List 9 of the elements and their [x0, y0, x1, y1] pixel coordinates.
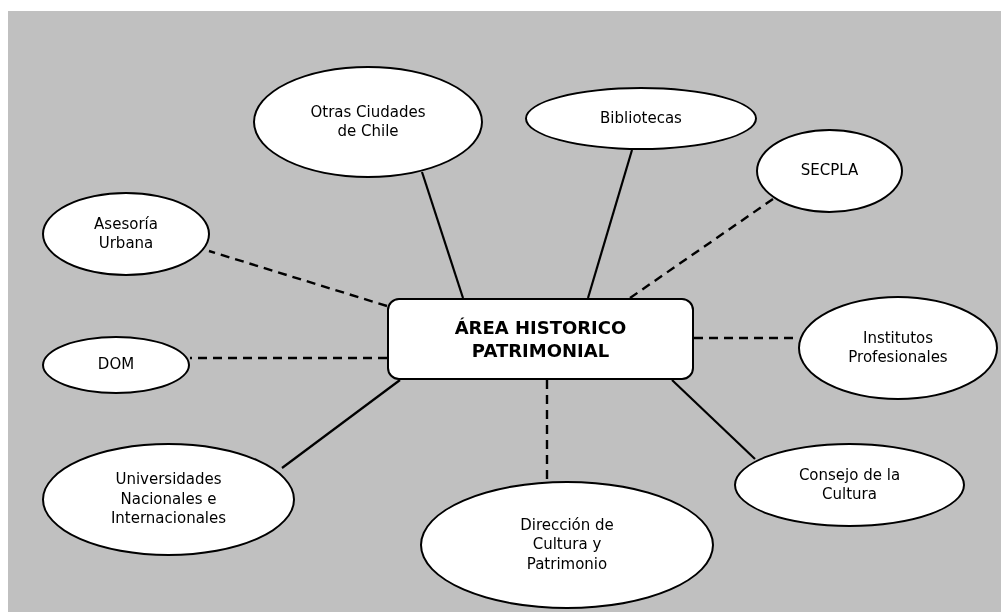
connector-line — [420, 171, 465, 299]
dashed-connector — [190, 356, 387, 360]
dashed-connector — [208, 249, 388, 308]
dashed-connector — [545, 380, 549, 481]
dashed-connector — [629, 198, 774, 299]
connector-line — [671, 379, 756, 460]
central-box: ÁREA HISTORICO PATRIMONIAL — [387, 298, 694, 380]
connector-line — [281, 379, 401, 469]
connector-line — [586, 149, 634, 299]
